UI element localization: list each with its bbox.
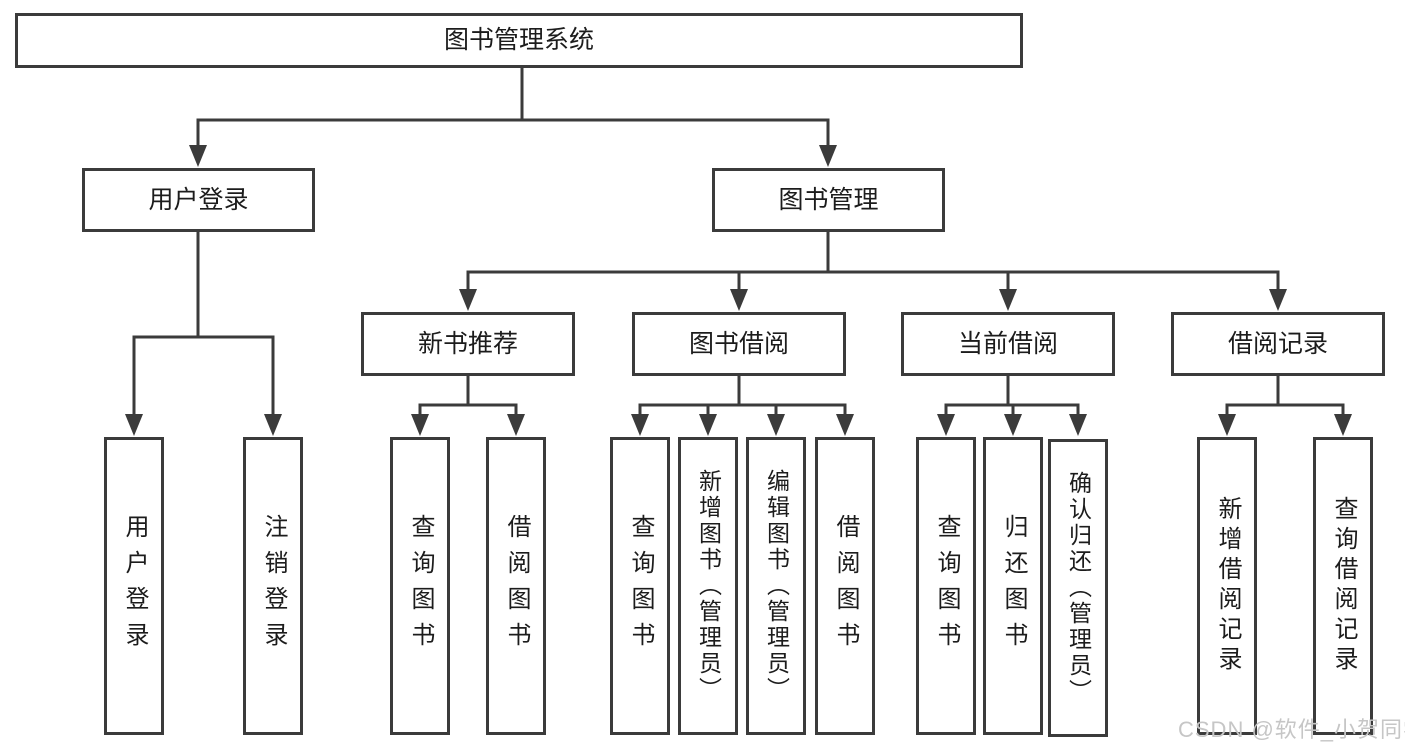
- leaf-logout-label: 注销登录: [260, 514, 287, 658]
- leaf-borrow-books-label: 借阅图书: [832, 514, 859, 658]
- leaf-user-login: 用户登录: [104, 437, 164, 735]
- leaf-add-book-admin: 新增图书（管理员）: [678, 437, 738, 735]
- leaf-return-book: 归还图书: [983, 437, 1043, 735]
- leaf-query-books-recommend-label: 查询图书: [407, 514, 434, 658]
- leaf-confirm-return-admin: 确认归还（管理员）: [1048, 439, 1108, 737]
- node-current-borrow: 当前借阅: [901, 312, 1115, 376]
- leaf-add-borrow-record-label: 新增借阅记录: [1214, 496, 1241, 676]
- leaf-add-borrow-record: 新增借阅记录: [1197, 437, 1257, 735]
- leaf-edit-book-admin: 编辑图书（管理员）: [746, 437, 806, 735]
- node-book-borrow: 图书借阅: [632, 312, 846, 376]
- node-book-management: 图书管理: [712, 168, 945, 232]
- leaf-borrow-books: 借阅图书: [815, 437, 875, 735]
- watermark: CSDN @软件_小贺同学: [1178, 717, 1405, 742]
- leaf-edit-book-admin-label: 编辑图书（管理员）: [763, 469, 790, 703]
- leaf-borrow-books-recommend: 借阅图书: [486, 437, 546, 735]
- leaf-query-borrow-record-label: 查询借阅记录: [1330, 496, 1357, 676]
- leaf-query-borrow-record: 查询借阅记录: [1313, 437, 1373, 735]
- leaf-confirm-return-admin-label: 确认归还（管理员）: [1065, 471, 1092, 705]
- node-root: 图书管理系统: [15, 13, 1023, 68]
- leaf-query-books-current-label: 查询图书: [933, 514, 960, 658]
- leaf-add-book-admin-label: 新增图书（管理员）: [695, 469, 722, 703]
- leaf-query-books-recommend: 查询图书: [390, 437, 450, 735]
- leaf-return-book-label: 归还图书: [1000, 514, 1027, 658]
- leaf-query-books-borrow-label: 查询图书: [627, 514, 654, 658]
- node-user-login: 用户登录: [82, 168, 315, 232]
- leaf-user-login-label: 用户登录: [121, 514, 148, 658]
- leaf-logout: 注销登录: [243, 437, 303, 735]
- leaf-query-books-current: 查询图书: [916, 437, 976, 735]
- node-new-book-recommend: 新书推荐: [361, 312, 575, 376]
- leaf-query-books-borrow: 查询图书: [610, 437, 670, 735]
- node-borrow-records: 借阅记录: [1171, 312, 1385, 376]
- leaf-borrow-books-recommend-label: 借阅图书: [503, 514, 530, 658]
